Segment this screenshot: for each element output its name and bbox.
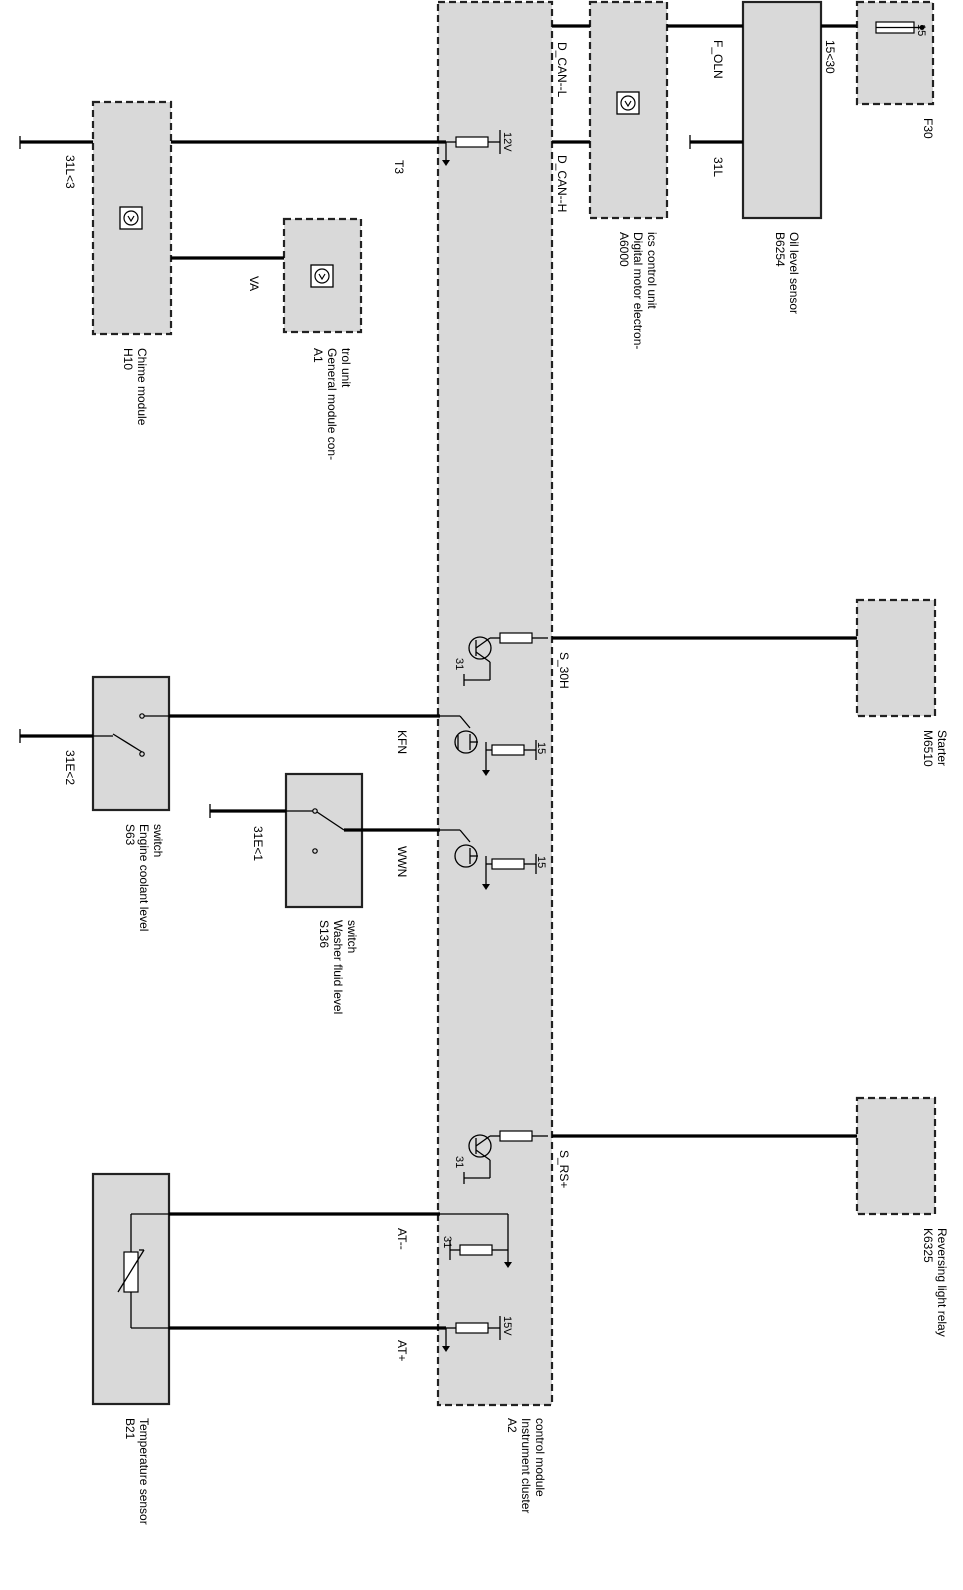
label-s-rs: S_RS+: [557, 1150, 571, 1188]
label-at-plus: AT+: [395, 1340, 409, 1361]
svg-text:A2: A2: [505, 1418, 519, 1433]
caption-s63: S63 Engine coolant level switch: [123, 824, 165, 931]
label-kfn: KFN: [395, 730, 409, 754]
label-31-a: 31: [453, 658, 465, 670]
a2-instrument-cluster-box: [436, 0, 554, 1407]
caption-a1: A1 General module con- trol unit: [311, 348, 353, 460]
s63-switch-icon: [93, 713, 169, 757]
caption-a6000: A6000 Digital motor electron- ics contro…: [617, 232, 659, 349]
label-15-b: 15: [535, 856, 547, 868]
svg-text:trol unit: trol unit: [339, 348, 353, 388]
label-d-can-h: D_CAN--H: [555, 155, 569, 212]
svg-text:Instrument cluster: Instrument cluster: [519, 1418, 533, 1513]
svg-text:control module: control module: [533, 1418, 547, 1497]
h10-module-icon: [119, 206, 143, 230]
svg-text:B6254: B6254: [773, 232, 787, 267]
svg-text:H10: H10: [121, 348, 135, 370]
label-31l: 31L: [711, 157, 725, 177]
s136-switch-box: [284, 772, 364, 909]
caption-b21: B21 Temperature sensor: [123, 1418, 151, 1525]
svg-text:switch: switch: [345, 920, 359, 953]
caption-a2: A2 Instrument cluster control module: [505, 1418, 547, 1513]
label-d-can-l: D_CAN--L: [555, 42, 569, 98]
fuse-icon: [875, 21, 925, 34]
label-31-c: 31: [441, 1236, 453, 1248]
svg-text:switch: switch: [151, 824, 165, 857]
svg-text:Temperature sensor: Temperature sensor: [137, 1418, 151, 1525]
svg-text:Washer fluid level: Washer fluid level: [331, 920, 345, 1014]
svg-text:Engine coolant level: Engine coolant level: [137, 824, 151, 931]
a2-t3-input-circuit: [442, 130, 501, 166]
label-31e2: 31E<2: [63, 750, 77, 785]
svg-text:ics control unit: ics control unit: [645, 232, 659, 309]
svg-text:Starter: Starter: [935, 730, 949, 766]
svg-text:A1: A1: [311, 348, 325, 363]
svg-text:Reversing light relay: Reversing light relay: [935, 1228, 949, 1337]
caption-b6254: B6254 Oil level sensor: [773, 232, 801, 314]
b6254-oil-sensor-box: [741, 0, 823, 220]
label-s-30h: S_30H: [557, 652, 571, 689]
a6000-module-icon: [616, 91, 640, 115]
label-15v: 15V: [501, 1316, 513, 1336]
a2-kfn-transistor: [440, 715, 537, 776]
caption-k6325: K6325 Reversing light relay: [921, 1228, 949, 1337]
caption-s136: S136 Washer fluid level switch: [317, 920, 359, 1014]
label-31l3: 31L<3: [63, 155, 77, 189]
label-at-minus: AT--: [395, 1228, 409, 1250]
thermistor-icon: [117, 1213, 169, 1329]
label-t3: T3: [392, 160, 406, 174]
svg-text:General module con-: General module con-: [325, 348, 339, 460]
svg-text:S136: S136: [317, 920, 331, 948]
caption-h10: H10 Chime module: [121, 348, 149, 426]
svg-text:K6325: K6325: [921, 1228, 935, 1263]
svg-text:Oil level sensor: Oil level sensor: [787, 232, 801, 314]
svg-text:S63: S63: [123, 824, 137, 846]
svg-text:F30: F30: [921, 118, 935, 139]
svg-text:B21: B21: [123, 1418, 137, 1440]
m6510-starter-box: [855, 598, 937, 718]
label-f-oln: F_OLN: [711, 40, 725, 79]
k6325-relay-box: [855, 1096, 937, 1216]
s136-switch-icon: [286, 808, 345, 854]
label-fuse-15: 15: [915, 24, 927, 36]
svg-text:Digital motor electron-: Digital motor electron-: [631, 232, 645, 349]
svg-text:M6510: M6510: [921, 730, 935, 767]
a2-srs-transistor: [463, 1130, 548, 1184]
a2-s30h-transistor: [463, 632, 548, 686]
a2-at-plus-circuit: [442, 1316, 501, 1352]
svg-text:Chime module: Chime module: [135, 348, 149, 426]
label-wwn: WWN: [395, 846, 409, 877]
label-va: VA: [247, 276, 261, 291]
s63-switch-box: [91, 675, 171, 812]
label-31-b: 31: [453, 1156, 465, 1168]
a2-at-minus-circuit: [440, 1213, 512, 1268]
label-12v: 12V: [501, 132, 513, 152]
a1-module-icon: [310, 264, 334, 288]
label-31e1: 31E<1: [251, 826, 265, 861]
caption-m6510: M6510 Starter: [921, 730, 949, 767]
caption-f30: F30: [921, 118, 935, 139]
f30-fuse-box: [855, 0, 935, 106]
label-15-30: 15<30: [823, 40, 837, 74]
a2-wwn-transistor: [440, 829, 537, 890]
svg-text:A6000: A6000: [617, 232, 631, 267]
label-15-a: 15: [535, 742, 547, 754]
